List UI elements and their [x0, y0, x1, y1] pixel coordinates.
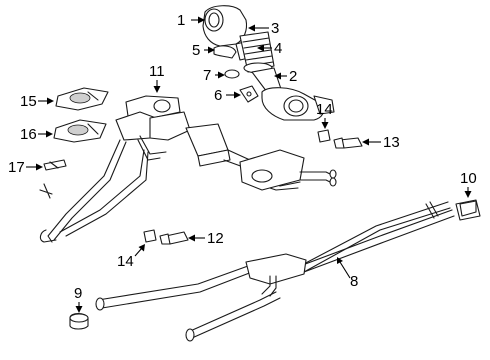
callout-label-14-lower: 14	[117, 253, 134, 270]
rear-muffler-assembly	[115, 95, 191, 161]
callout-label-13: 13	[383, 134, 400, 151]
callout-15: 15	[20, 93, 54, 110]
callout-14-lower: 14	[117, 244, 145, 270]
callout-10: 10	[460, 170, 477, 198]
callout-label-16: 16	[20, 126, 37, 143]
callout-3: 3	[248, 20, 279, 37]
callout-16: 16	[20, 126, 53, 143]
callout-9: 9	[74, 285, 83, 313]
callout-label-1: 1	[177, 12, 185, 29]
callout-label-8: 8	[350, 273, 358, 290]
callout-label-15: 15	[20, 93, 37, 110]
callout-11: 11	[149, 63, 165, 93]
callout-label-10: 10	[460, 170, 477, 187]
callout-8: 8	[337, 257, 358, 290]
callout-12: 12	[188, 230, 224, 247]
seal-ring-7	[224, 69, 240, 79]
front-pipe-assembly	[95, 201, 455, 342]
callout-label-3: 3	[271, 20, 279, 37]
callout-label-14-upper: 14	[316, 101, 333, 118]
callout-label-4: 4	[274, 40, 282, 57]
heat-shield-15	[55, 87, 109, 111]
callout-17: 17	[8, 159, 43, 176]
callout-2: 2	[274, 68, 297, 85]
front-muffler	[239, 149, 337, 191]
callout-7: 7	[203, 67, 225, 84]
callout-label-5: 5	[192, 42, 200, 59]
callout-4: 4	[257, 40, 282, 57]
callout-1: 1	[177, 12, 205, 29]
callout-label-7: 7	[203, 67, 211, 84]
rear-mount-10	[455, 199, 481, 221]
callout-label-17: 17	[8, 159, 25, 176]
resonator	[185, 123, 301, 191]
callout-5: 5	[192, 42, 215, 59]
bolt-14-lower	[143, 229, 157, 243]
hanger-bracket-12	[159, 231, 189, 245]
gasket-5	[213, 45, 237, 59]
bracket-6	[239, 85, 259, 103]
flex-pipe	[239, 31, 275, 74]
callout-label-9: 9	[74, 285, 82, 302]
hanger-17	[43, 159, 67, 171]
bolt-14-upper	[317, 129, 331, 143]
callout-label-11: 11	[149, 63, 165, 80]
callout-13: 13	[362, 134, 400, 151]
callout-14-upper: 14	[316, 101, 333, 129]
hanger-bracket-13	[333, 137, 363, 149]
catalytic-converter-body	[251, 67, 335, 121]
callout-label-12: 12	[207, 230, 224, 247]
callout-label-2: 2	[289, 68, 297, 85]
clamp-9	[69, 312, 89, 330]
heat-shield-16	[53, 119, 107, 143]
callout-6: 6	[214, 87, 241, 104]
intermediate-pipe-upper	[39, 139, 149, 243]
callout-label-6: 6	[214, 87, 222, 104]
